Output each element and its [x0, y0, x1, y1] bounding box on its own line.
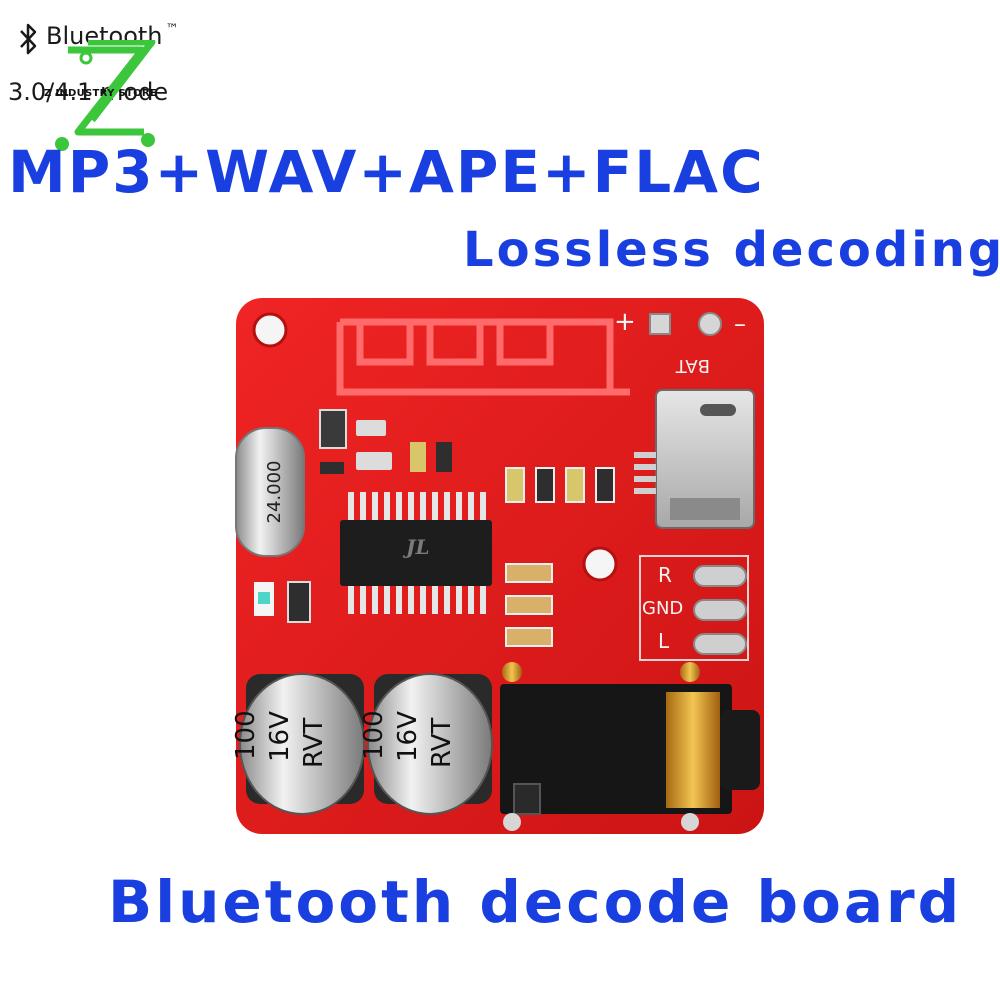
decoder-chip	[340, 520, 492, 586]
store-caption: Z INDUSTRY STORE	[44, 88, 157, 99]
pad-label-gnd: GND	[642, 598, 683, 619]
battery-label: BAT	[675, 355, 710, 376]
capacitor-left: 100 16V RVT	[231, 673, 365, 815]
capacitor-right: 100 16V RVT	[359, 673, 493, 815]
chip-marking: JL	[402, 535, 430, 559]
crystal-label: 24.000	[264, 461, 285, 524]
battery-pad	[698, 312, 722, 336]
svg-text:16V: 16V	[393, 711, 423, 762]
store-logo-icon	[55, 40, 156, 151]
antenna-trace	[336, 318, 630, 396]
footer-title: Bluetooth decode board	[108, 868, 963, 936]
svg-text:100: 100	[231, 710, 261, 760]
formats-headline: MP3+WAV+APE+FLAC	[8, 138, 765, 206]
battery-pad	[649, 313, 671, 335]
micro-usb-port	[655, 389, 755, 529]
crystal-oscillator	[235, 427, 305, 557]
plus-sign: +	[614, 307, 636, 337]
audio-pad	[693, 599, 747, 621]
mounting-hole	[582, 546, 618, 582]
svg-text:100: 100	[359, 710, 389, 760]
pad-label-r: R	[658, 563, 672, 587]
lossless-subtitle: Lossless decoding	[463, 222, 1000, 278]
bluetooth-icon	[20, 23, 37, 55]
audio-pad	[693, 633, 747, 655]
svg-text:RVT: RVT	[427, 718, 457, 768]
audio-pad	[693, 565, 747, 587]
pad-label-l: L	[658, 629, 670, 653]
svg-text:16V: 16V	[265, 711, 295, 762]
trademark-symbol: ™	[165, 22, 179, 37]
mounting-hole	[252, 312, 288, 348]
smd-components	[254, 409, 615, 647]
bluetooth-version-mode: 3.0/4.1 mode	[8, 78, 169, 106]
audio-jack	[500, 662, 760, 831]
bluetooth-decoder-board: + – BAT 24.000 JL R GND	[231, 298, 764, 834]
audio-pad-frame	[639, 555, 749, 661]
svg-text:RVT: RVT	[299, 718, 329, 768]
minus-sign: –	[734, 310, 746, 338]
